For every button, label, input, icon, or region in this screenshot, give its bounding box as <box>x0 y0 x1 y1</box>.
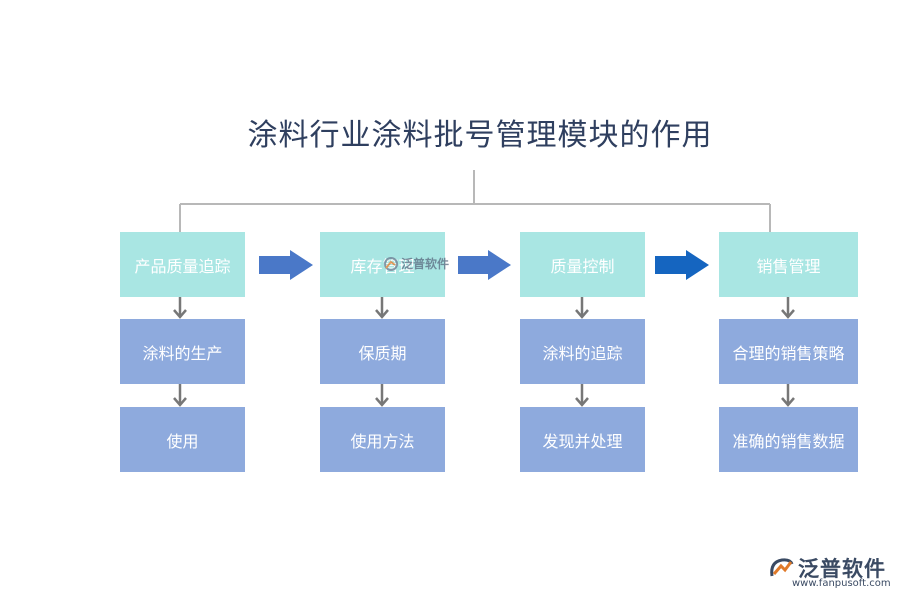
box-sales-management: 销售管理 <box>719 232 858 297</box>
box-coating-tracing: 涂料的追踪 <box>520 319 645 384</box>
right-arrow-1 <box>259 250 313 280</box>
watermark-small-text: 泛普软件 <box>401 257 450 271</box>
down-arrow-2a <box>375 297 389 319</box>
down-arrow-4a <box>781 297 795 319</box>
diagram-title: 涂料行业涂料批号管理模块的作用 <box>247 118 713 153</box>
box-sales-data: 准确的销售数据 <box>719 407 858 472</box>
down-arrow-3a <box>575 297 589 319</box>
box-quality-control: 质量控制 <box>520 232 645 297</box>
box-detect-and-handle: 发现并处理 <box>520 407 645 472</box>
down-arrow-1b <box>173 384 187 407</box>
down-arrow-4b <box>781 384 795 407</box>
right-arrow-3 <box>655 250 709 280</box>
box-product-quality-tracking: 产品质量追踪 <box>120 232 245 297</box>
box-usage: 使用 <box>120 407 245 472</box>
box-usage-method: 使用方法 <box>320 407 445 472</box>
brand-name: 泛普软件 <box>798 557 886 581</box>
right-arrow-2 <box>458 250 511 280</box>
box-coating-production: 涂料的生产 <box>120 319 245 384</box>
box-inventory-management: 库存管理 <box>320 232 445 297</box>
brand-logo: 泛普软件 <box>768 553 886 583</box>
brand-url: www.fanpusoft.com <box>792 578 891 589</box>
down-arrow-1a <box>173 297 187 319</box>
box-sales-strategy: 合理的销售策略 <box>719 319 858 384</box>
watermark-logo-icon <box>384 256 398 271</box>
down-arrow-2b <box>375 384 389 407</box>
box-shelf-life: 保质期 <box>320 319 445 384</box>
watermark-small: 泛普软件 <box>383 255 449 272</box>
brand-logo-icon <box>770 558 794 577</box>
down-arrow-3b <box>575 384 589 407</box>
